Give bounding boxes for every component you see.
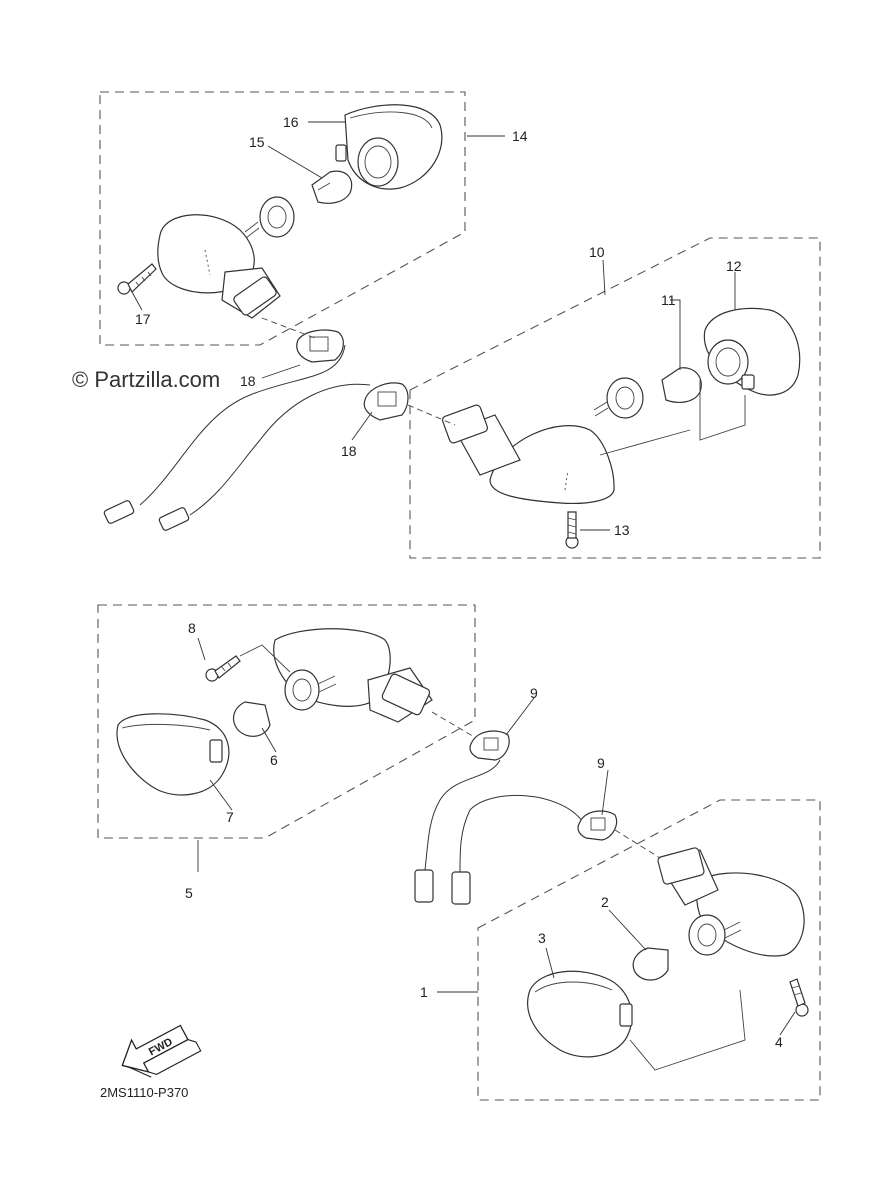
callout-2: 2: [601, 894, 609, 910]
fwd-label: FWD: [147, 1036, 175, 1058]
bulb-6: [232, 701, 271, 737]
callout-5: 5: [185, 885, 193, 901]
callout-1: 1: [420, 984, 428, 1000]
wiring-harness-lower: [414, 759, 584, 905]
lens-7: [116, 713, 230, 796]
lens-3: [527, 970, 633, 1058]
callout-15: 15: [249, 134, 265, 150]
callout-14: 14: [512, 128, 528, 144]
callout-4: 4: [775, 1034, 783, 1050]
callout-12: 12: [726, 258, 742, 274]
bulb-2: [632, 947, 669, 981]
callout-18-upper: 18: [240, 373, 256, 389]
socket-lower-left: [284, 669, 337, 711]
housing-right-upper: [441, 404, 615, 505]
lens-16: [335, 104, 443, 190]
bulb-11: [661, 367, 702, 403]
bulb-15: [311, 170, 353, 204]
watermark: © Partzilla.com: [72, 367, 220, 392]
callout-17: 17: [135, 311, 151, 327]
screw-8: [205, 655, 241, 682]
grommet-9-left: [469, 730, 510, 761]
wiring-harness-upper: [103, 344, 371, 531]
assembly-5-boundary: [97, 604, 476, 839]
callout-8: 8: [188, 620, 196, 636]
socket-right-upper: [593, 377, 644, 419]
screw-17: [117, 263, 157, 295]
screw-13: [565, 511, 579, 549]
fwd-arrow-icon: FWD: [121, 1024, 202, 1078]
assembly-1-boundary: [477, 799, 821, 1101]
socket-lower-right: [688, 914, 742, 956]
callout-9-right: 9: [597, 755, 605, 771]
callout-3: 3: [538, 930, 546, 946]
grommet-18-upper: [296, 329, 344, 363]
callout-18-lower: 18: [341, 443, 357, 459]
assembly-14-boundary: [99, 91, 466, 346]
callout-11: 11: [661, 292, 676, 308]
housing-lower-right: [657, 847, 805, 957]
callout-6: 6: [270, 752, 278, 768]
callout-10: 10: [589, 244, 605, 260]
callout-16: 16: [283, 114, 299, 130]
grommet-9-right: [577, 810, 618, 841]
lens-12: [703, 307, 801, 396]
assembly-10-boundary: [409, 237, 821, 559]
socket-upper-left: [244, 196, 295, 239]
grommet-18-lower: [363, 382, 409, 421]
screw-4: [789, 978, 809, 1017]
callout-13: 13: [614, 522, 630, 538]
callout-9-left: 9: [530, 685, 538, 701]
callout-7: 7: [226, 809, 234, 825]
diagram-code: 2MS1110-P370: [100, 1085, 188, 1100]
housing-upper-left: [157, 214, 281, 319]
